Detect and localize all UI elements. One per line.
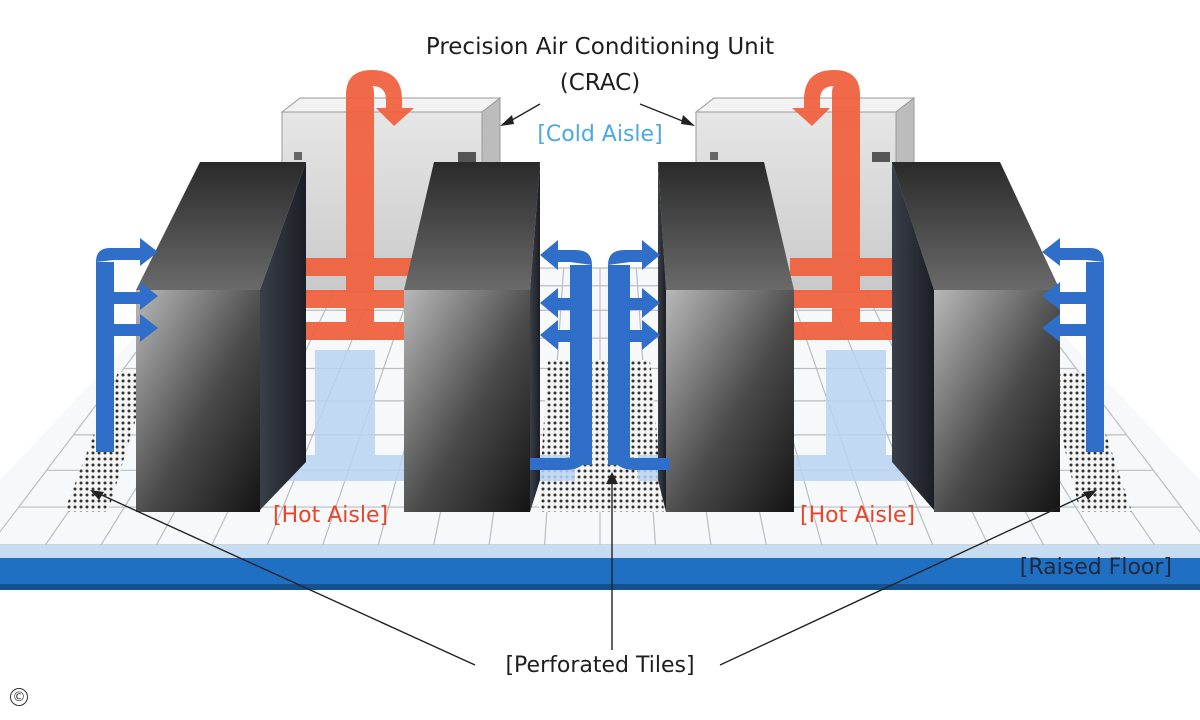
raised-floor-band	[0, 558, 1200, 584]
server-rack-1	[136, 162, 306, 512]
callout-lines	[94, 103, 1093, 666]
server-rack-3	[658, 162, 794, 512]
callout-arrowheads	[90, 115, 1097, 500]
raised-floor-band-light	[0, 545, 1200, 559]
raised-floor-label: [Raised Floor]	[1019, 555, 1172, 580]
cold-air-flow-right	[1042, 238, 1104, 452]
perforated-tile-center	[538, 360, 664, 512]
cold-aisle-label: [Cold Aisle]	[537, 122, 663, 147]
hot-air-flow-left	[298, 70, 416, 340]
cold-air-flow-left	[96, 238, 158, 452]
crac-control-panel	[458, 152, 476, 162]
title-line-2: (CRAC)	[559, 70, 641, 96]
hot-air-flow-right	[790, 70, 908, 340]
hot-aisle-label-left: [Hot Aisle]	[273, 503, 389, 528]
cold-air-flow-center-left	[530, 240, 592, 470]
server-rack-2	[404, 162, 540, 512]
crac-control-panel	[872, 152, 890, 162]
copyright-icon: ©	[10, 688, 28, 706]
cold-air-flow-center-right	[608, 240, 670, 470]
raised-floor-band-dark	[0, 584, 1200, 590]
title-line-1: Precision Air Conditioning Unit	[425, 34, 775, 60]
server-rack-4	[892, 162, 1060, 512]
hot-aisle-label-right: [Hot Aisle]	[800, 503, 916, 528]
perforated-tiles-label: [Perforated Tiles]	[505, 653, 695, 678]
